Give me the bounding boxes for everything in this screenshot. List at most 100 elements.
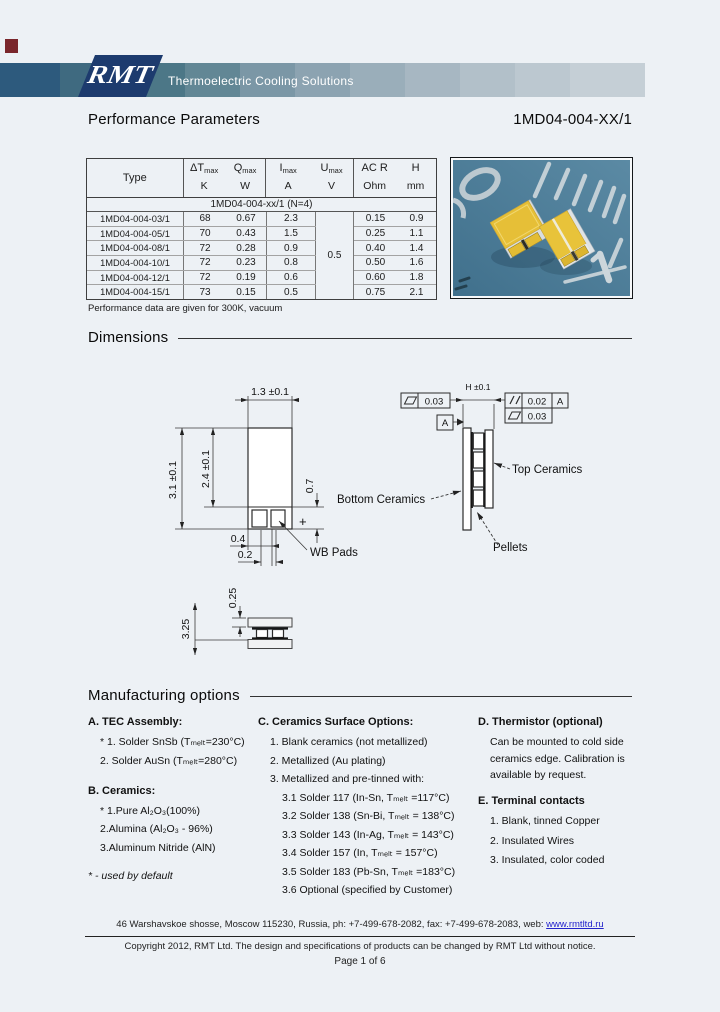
section-title-dimensions: Dimensions <box>88 329 169 346</box>
flatness-value-2: 0.03 <box>528 412 547 423</box>
col-header-imax: Imax A <box>279 162 297 192</box>
polarity-plus: + <box>299 514 307 529</box>
dim-inner-height: 2.4 ±0.1 <box>200 450 212 488</box>
section-title-manufacturing: Manufacturing options <box>88 687 240 704</box>
col-header-acr: AC R Ohm <box>361 162 388 192</box>
wb-pad <box>251 509 268 528</box>
module-photo-image <box>452 160 630 296</box>
flatness-value: 0.03 <box>425 397 444 408</box>
dim-width: 1.3 ±0.1 <box>251 386 289 398</box>
list-item: 1. Blank ceramics (not metallized) <box>270 736 428 748</box>
text-line: Can be mounted to cold side <box>490 736 624 748</box>
mfg-column-de: D. Thermistor (optional) Can be mounted … <box>478 716 643 866</box>
top-plate <box>247 617 293 628</box>
page-number: Page 1 of 6 <box>334 956 386 967</box>
parallelism-value: 0.02 <box>528 397 547 408</box>
list-item: 2. Solder AuSn (Tₘₑₗₜ=280°C) <box>100 754 238 767</box>
dim-pad-height: 0.7 <box>304 479 316 494</box>
website-link[interactable]: www.rmtltd.ru <box>546 919 604 930</box>
section-rule <box>178 338 632 339</box>
pellets-label: Pellets <box>493 542 528 554</box>
front-view-drawing: 1.3 ±0.1 3.1 ±0.1 2.4 ±0.1 0.7 + 0.4 0.2… <box>167 386 358 566</box>
col-header-h: H mm <box>406 162 425 192</box>
col-header-qmax: Qmax W <box>233 162 257 192</box>
col-header-dtmax: ΔTmax K <box>190 162 219 192</box>
tec-module-left <box>489 199 551 259</box>
tec-assembly-title: A. TEC Assembly: <box>88 716 183 728</box>
parallelism-datum-ref: A <box>557 397 564 408</box>
footer-address: 46 Warshavskoe shosse, Moscow 115230, Ru… <box>116 919 604 930</box>
pellet <box>472 432 485 450</box>
ruler-minor-marks <box>454 276 471 291</box>
page-title: Performance Parameters <box>88 111 260 128</box>
pellet <box>472 470 485 488</box>
list-item: * 1.Pure Al₂O₃(100%) <box>100 804 200 817</box>
table-header-row: Type ΔTmax K Qmax W Imax A Umax V AC R <box>87 159 436 198</box>
bottom-plate <box>247 639 293 649</box>
dim-module-height: H ±0.1 <box>466 382 491 392</box>
list-item: 3.5 Solder 183 (Pb-Sn, Tₘₑₗₜ =183°C) <box>282 865 456 878</box>
module-photo <box>450 157 633 299</box>
pellet <box>472 451 485 469</box>
list-item: 2.Alumina (Al₂O₃ - 96%) <box>100 823 213 835</box>
list-item: 3. Insulated, color coded <box>490 854 605 866</box>
performance-table: Type ΔTmax K Qmax W Imax A Umax V AC R <box>86 158 437 300</box>
mfg-column-a: A. TEC Assembly: * 1. Solder SnSb (Tₘₑₗₜ… <box>88 716 256 882</box>
col-header-type: Type <box>87 159 184 197</box>
tec-module-right <box>538 208 596 270</box>
part-number: 1MD04-004-XX/1 <box>513 111 632 128</box>
text-line: available by request. <box>490 769 587 781</box>
top-ceramics-label: Top Ceramics <box>512 464 583 476</box>
mfg-column-c: C. Ceramics Surface Options: 1. Blank ce… <box>258 716 473 896</box>
dim-pad-gap: 0.2 <box>238 549 253 561</box>
col-header-umax: Umax V <box>320 162 343 192</box>
profile-detail-drawing: 3.25 0.25 <box>180 588 293 655</box>
ruler-ticks <box>532 161 627 284</box>
flatness-icon <box>507 411 522 420</box>
list-item: 2. Insulated Wires <box>490 834 575 847</box>
flatness-icon <box>403 396 418 405</box>
section-rule <box>250 696 632 697</box>
list-item: * 1. Solder SnSb (Tₘₑₗₜ=230°C) <box>100 736 245 748</box>
bottom-ceramic <box>462 427 472 531</box>
dim-pad-width: 0.4 <box>231 533 246 545</box>
default-note: * - used by default <box>88 869 173 882</box>
table-footnote: Performance data are given for 300K, vac… <box>88 303 283 314</box>
series-row: 1MD04-004-xx/1 (N=4) <box>87 198 436 212</box>
list-item: 3. Metallized and pre-tinned with: <box>270 773 425 785</box>
footer-rule <box>85 936 635 937</box>
pellet <box>255 628 269 639</box>
corner-red-mark <box>5 39 18 53</box>
bottom-ceramics-label: Bottom Ceramics <box>337 494 425 506</box>
list-item: 3.3 Solder 143 (In-Ag, Tₘₑₗₜ = 143°C) <box>282 828 454 841</box>
text-line: ceramics edge. Calibration is <box>490 752 625 765</box>
umax-merged-cell: 0.5 <box>316 212 354 299</box>
ruler-zero-digit <box>452 167 501 219</box>
dim-ceramic-thickness: 0.25 <box>227 588 239 609</box>
footer-copyright: Copyright 2012, RMT Ltd. The design and … <box>124 941 596 952</box>
top-ceramic <box>484 429 494 509</box>
pellet <box>472 489 485 507</box>
dimension-drawings: 1.3 ±0.1 3.1 ±0.1 2.4 ±0.1 0.7 + 0.4 0.2… <box>167 382 583 655</box>
datum-flag-icon <box>457 418 464 426</box>
side-view-drawing: 0.03 H ±0.1 0.02 A 0.03 A Top C <box>337 382 583 554</box>
company-tagline: Thermoelectric Cooling Solutions <box>168 74 354 88</box>
list-item: 3.2 Solder 138 (Sn-Bi, Tₘₑₗₜ = 138°C) <box>282 810 455 822</box>
list-item: 3.1 Solder 117 (In-Sn, Tₘₑₗₜ =117°C) <box>282 791 450 804</box>
wb-pads-label: WB Pads <box>310 547 358 559</box>
wb-pad <box>270 509 286 528</box>
